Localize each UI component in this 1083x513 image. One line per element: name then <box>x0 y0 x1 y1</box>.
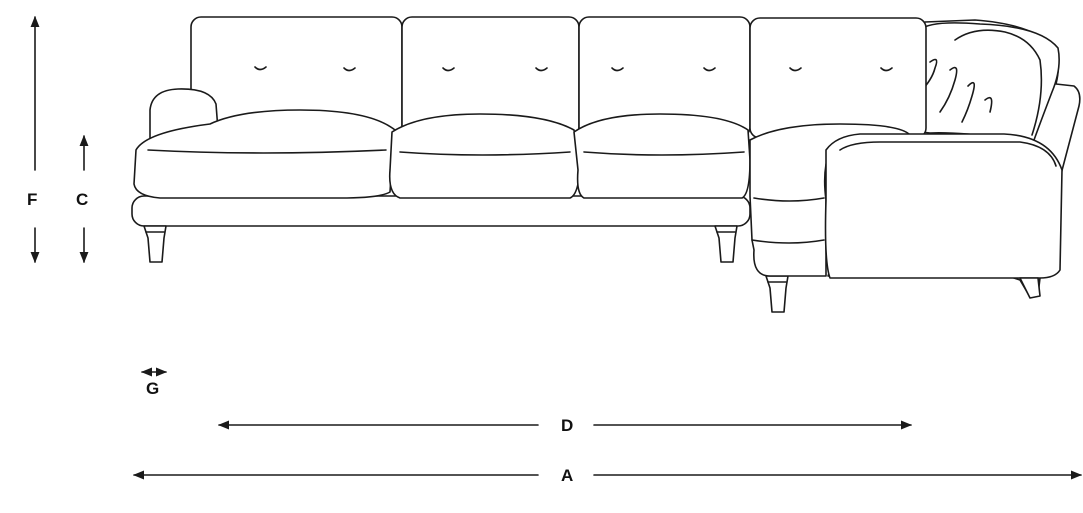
button-tuft <box>535 67 548 72</box>
button-tuft <box>703 67 716 72</box>
button-tuft <box>343 67 356 72</box>
button-tuft <box>880 67 893 72</box>
dimension-label-a: A <box>557 467 578 484</box>
dimension-label-g: G <box>146 379 160 398</box>
button-tuft <box>789 67 802 72</box>
leg <box>143 225 167 263</box>
sofa-drawing <box>131 16 1081 313</box>
back-cushion-4 <box>749 17 927 139</box>
seat-cushion-1 <box>133 109 396 199</box>
sofa-base <box>131 195 751 227</box>
button-tuft <box>611 67 624 72</box>
leg <box>1019 277 1041 299</box>
dimension-label-f: F <box>27 190 38 209</box>
dimension-arrows <box>30 15 1083 480</box>
button-tuft <box>254 66 267 71</box>
legs <box>143 225 789 313</box>
dimension-label-c: C <box>76 190 89 209</box>
dimension-label-d: D <box>557 417 578 434</box>
seat-cushions <box>133 109 751 199</box>
leg <box>714 225 738 263</box>
button-tuft <box>442 67 455 72</box>
seat-cushion-3 <box>573 113 751 199</box>
seat-cushion-2 <box>388 113 581 199</box>
back-cushions <box>190 16 927 139</box>
right-arm <box>824 133 1063 299</box>
